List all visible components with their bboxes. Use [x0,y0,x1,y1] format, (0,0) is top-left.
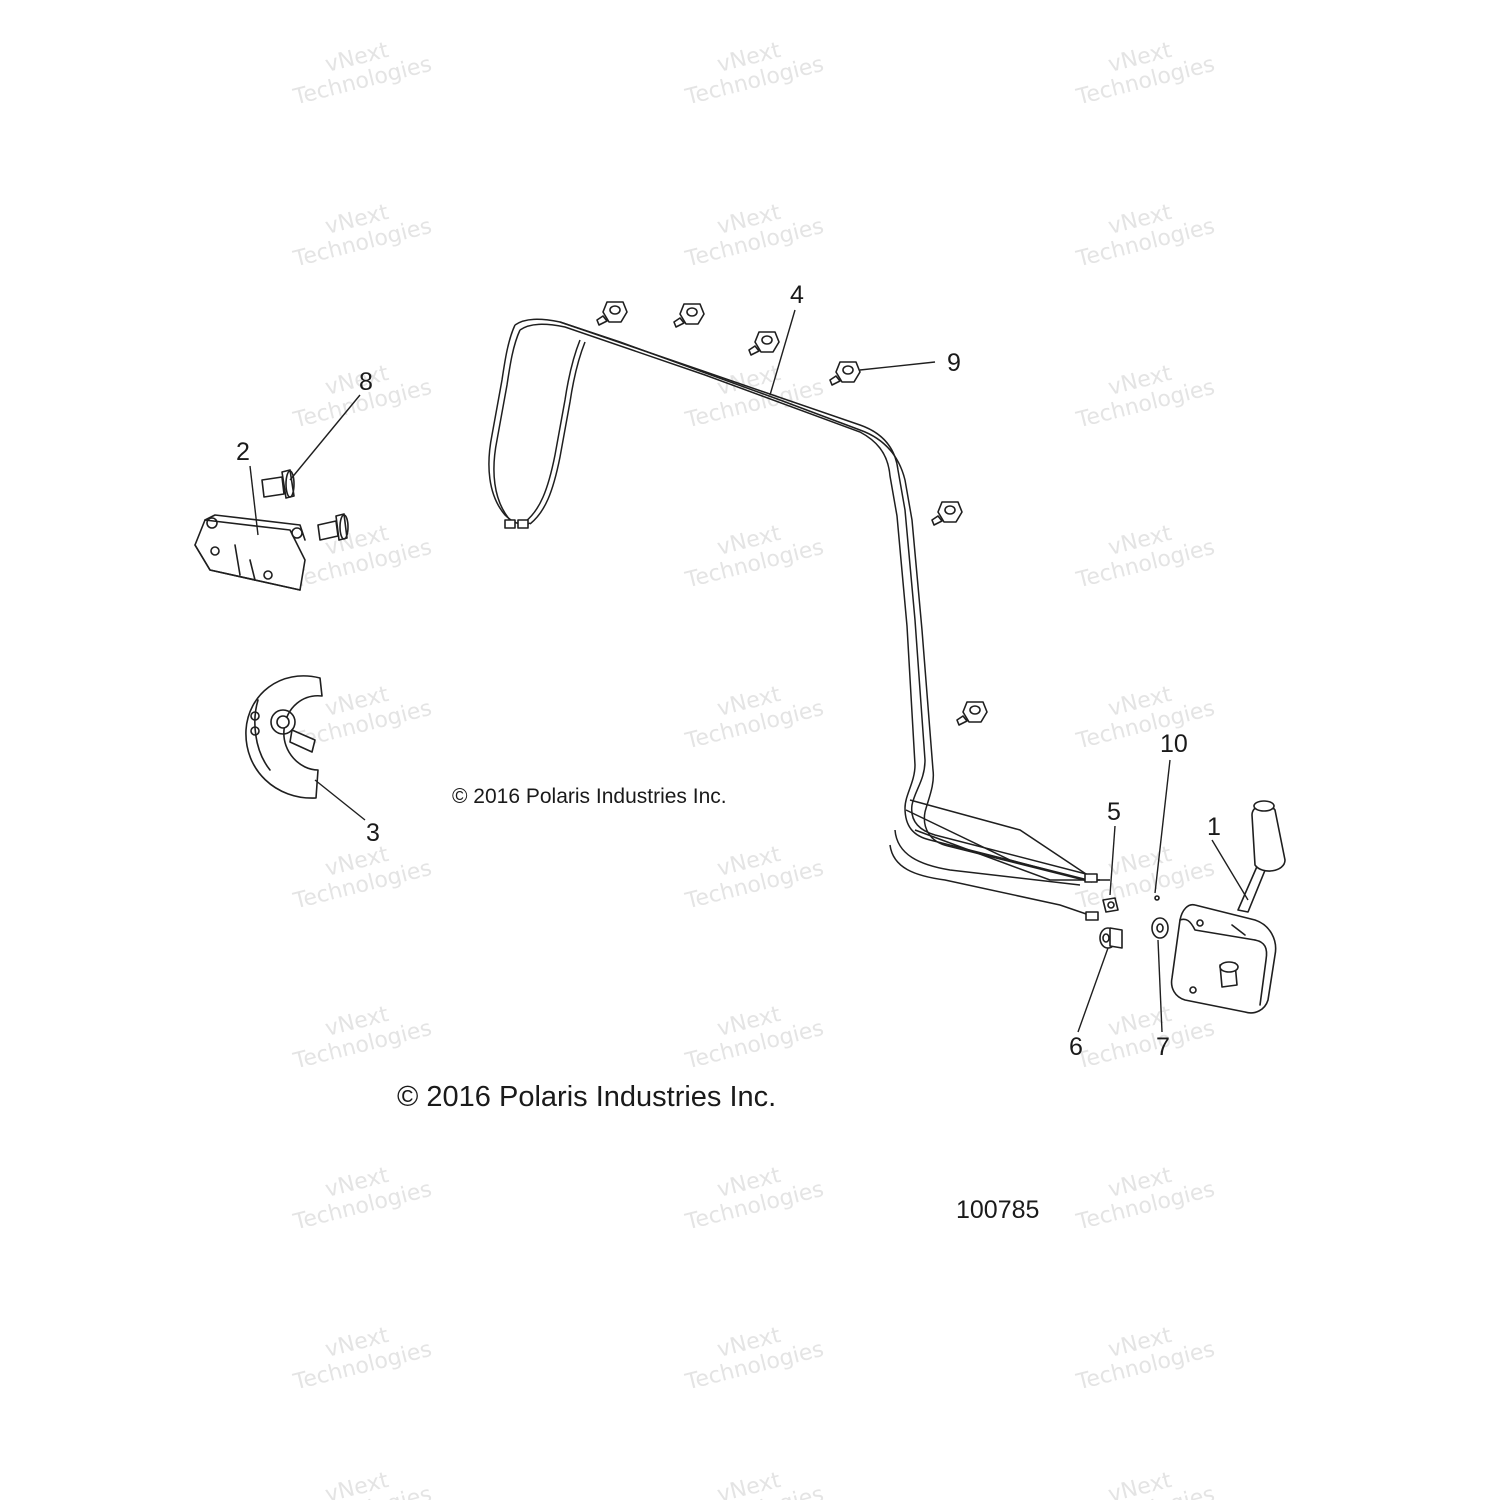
copyright-large: © 2016 Polaris Industries Inc. [397,1081,776,1113]
cable-clip [748,331,780,356]
callout-2: 2 [236,438,250,466]
watermark-text: vNextTechnologies [284,512,434,594]
watermark-text: vNextTechnologies [676,1459,826,1500]
part-1-shift-lever [1170,800,1286,1014]
watermark-text: vNextTechnologies [1067,512,1217,594]
callout-7: 7 [1156,1033,1170,1061]
callout-10: 10 [1160,730,1188,758]
part-9-cable-clips [596,301,988,726]
watermark-text: vNextTechnologies [676,512,826,594]
watermark-text: vNextTechnologies [1067,1459,1217,1500]
watermark-text: vNextTechnologies [676,1154,826,1236]
cable-clip [596,301,628,326]
watermark-text: vNextTechnologies [676,1314,826,1396]
callout-9: 9 [947,349,961,377]
watermark-text: vNextTechnologies [284,673,434,755]
watermark-text: vNextTechnologies [284,29,434,111]
watermark-text: vNextTechnologies [1067,1154,1217,1236]
cable-clip [956,701,988,726]
callout-6: 6 [1069,1033,1083,1061]
watermark-text: vNextTechnologies [1067,673,1217,755]
callout-3: 3 [366,819,380,847]
watermark-text: vNextTechnologies [284,1459,434,1500]
watermark-text: vNextTechnologies [676,29,826,111]
copyright-small: © 2016 Polaris Industries Inc. [452,785,727,808]
part-3-shield [245,675,323,799]
part-4-shift-cable [488,318,1110,921]
watermark-layer: vNextTechnologies vNextTechnologies vNextT… [284,29,1217,1500]
watermark-text: vNextTechnologies [284,1154,434,1236]
watermark-text: vNextTechnologies [284,833,434,915]
watermark-text: vNextTechnologies [676,191,826,273]
part-7-washer [1151,917,1169,939]
callout-8: 8 [359,368,373,396]
watermark-text: vNextTechnologies [1067,1314,1217,1396]
part-8-bolt [261,469,295,499]
part-6-bushing [1099,927,1123,949]
watermark-text: vNextTechnologies [1067,993,1217,1075]
part-8-bolt-second [317,513,349,541]
watermark-text: vNextTechnologies [1067,29,1217,111]
figure-number: 100785 [956,1196,1039,1224]
watermark-text: vNextTechnologies [284,1314,434,1396]
watermark-text: vNextTechnologies [284,993,434,1075]
cable-clip [931,501,963,526]
part-10-clip [1154,895,1160,901]
callout-4: 4 [790,281,804,309]
part-2-bracket [194,514,306,591]
cable-clip [673,303,705,328]
cable-clip [829,361,861,386]
leader-lines [249,309,1249,1033]
watermark-text: vNextTechnologies [1067,352,1217,434]
watermark-text: vNextTechnologies [676,993,826,1075]
callout-5: 5 [1107,798,1121,826]
part-5-nut [1102,897,1119,913]
watermark-text: vNextTechnologies [1067,191,1217,273]
watermark-text: vNextTechnologies [284,191,434,273]
callout-1: 1 [1207,813,1221,841]
watermark-text: vNextTechnologies [676,673,826,755]
watermark-text: vNextTechnologies [676,833,826,915]
